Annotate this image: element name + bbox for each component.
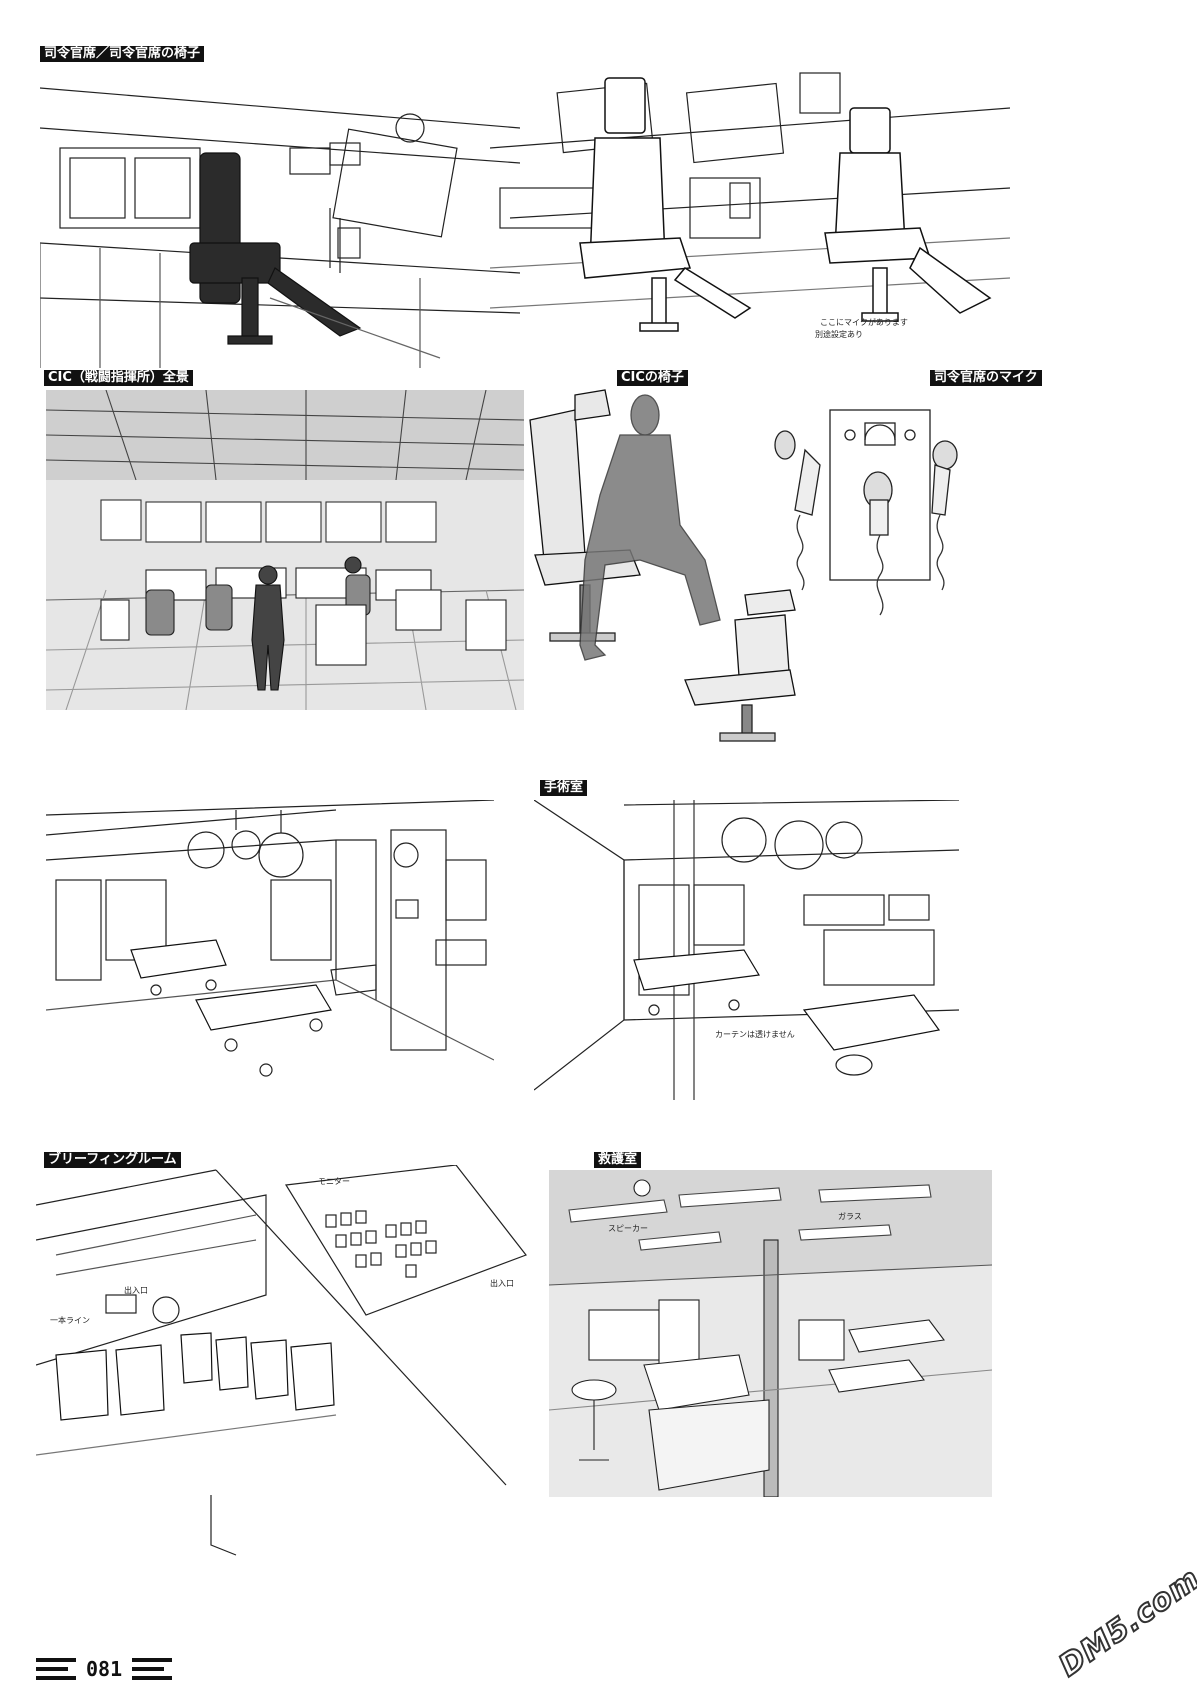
line-note: 一本ライン bbox=[50, 1316, 90, 1325]
cic-overview-illustration bbox=[46, 390, 524, 710]
section-label-rescue-room: 救護室 bbox=[594, 1152, 642, 1168]
page-number: 081 bbox=[86, 1657, 123, 1681]
monitor-note: モニター bbox=[318, 1177, 350, 1186]
mic-note-2: 別途設定あり bbox=[815, 330, 863, 339]
section-label-operating-room: 手術室 bbox=[540, 780, 588, 796]
bridge-seat-illustration-left bbox=[40, 68, 520, 368]
footer-stripes-left bbox=[36, 1658, 76, 1680]
section-label-commander-seat: 司令官席／司令官席の椅子 bbox=[40, 46, 205, 62]
section-label-cic-overview: CIC（戦闘指揮所）全景 bbox=[44, 370, 193, 386]
page-footer: 081 bbox=[36, 1654, 173, 1684]
rescue-room-illustration bbox=[549, 1170, 992, 1497]
watermark: DM5.com bbox=[1052, 1560, 1197, 1685]
operating-room-illustration-left bbox=[46, 800, 494, 1092]
section-label-briefing-room: ブリーフィングルーム bbox=[44, 1152, 181, 1168]
entrance-note-2: 出入口 bbox=[124, 1286, 148, 1295]
glass-note: ガラス bbox=[838, 1212, 862, 1221]
entrance-note-1: 出入口 bbox=[490, 1279, 514, 1288]
bridge-seat-illustration-right bbox=[490, 68, 1010, 348]
section-label-commander-mic: 司令官席のマイク bbox=[930, 370, 1042, 386]
footer-stripes-right bbox=[132, 1658, 173, 1680]
commander-mic-illustration bbox=[760, 395, 990, 645]
mic-note-1: ここにマイクがあります bbox=[820, 318, 908, 327]
cic-chair-illustration bbox=[520, 385, 820, 765]
speaker-note: スピーカー bbox=[608, 1224, 648, 1233]
curtain-note: カーテンは透けません bbox=[715, 1030, 795, 1039]
briefing-room-illustration bbox=[36, 1165, 536, 1585]
operating-room-illustration-right bbox=[534, 800, 959, 1100]
section-label-cic-chair: CICの椅子 bbox=[617, 370, 688, 386]
